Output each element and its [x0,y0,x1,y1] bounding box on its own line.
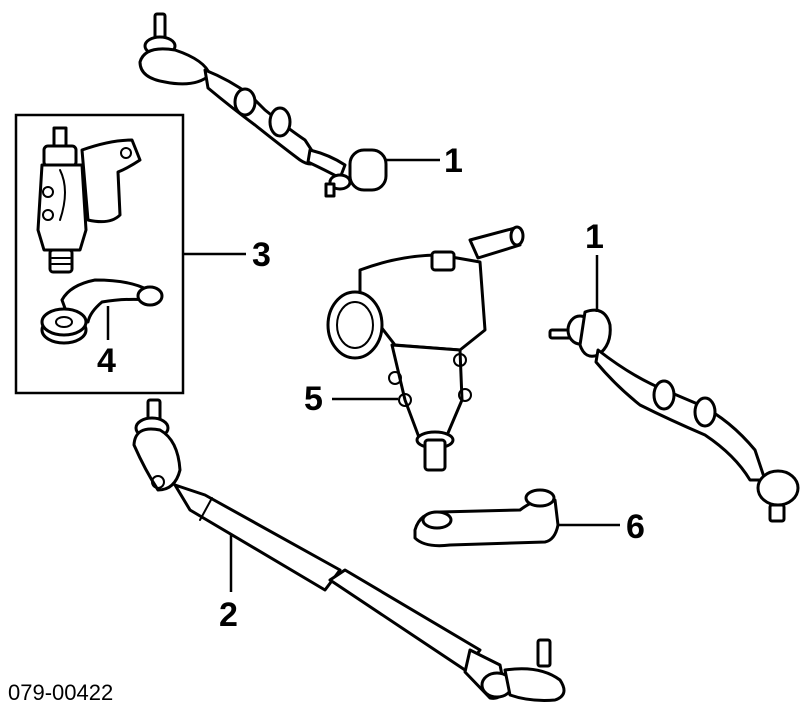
steering-gear-box [326,225,525,472]
center-drag-link [132,398,566,702]
diagram-code: 079-00422 [8,680,113,705]
callout-2: 2 [219,596,238,634]
callout-1-right: 1 [585,218,604,256]
tie-rod-end-top [138,12,388,198]
callout-1-top: 1 [444,142,463,180]
callout-5: 5 [304,380,323,418]
tie-rod-end-right [548,308,800,523]
callout-6: 6 [626,508,645,546]
callout-3: 3 [252,236,271,274]
idler-arm-bushing [40,278,164,345]
idler-arm-bracket [36,126,142,274]
pitman-arm [413,488,560,548]
callout-4: 4 [97,342,116,380]
